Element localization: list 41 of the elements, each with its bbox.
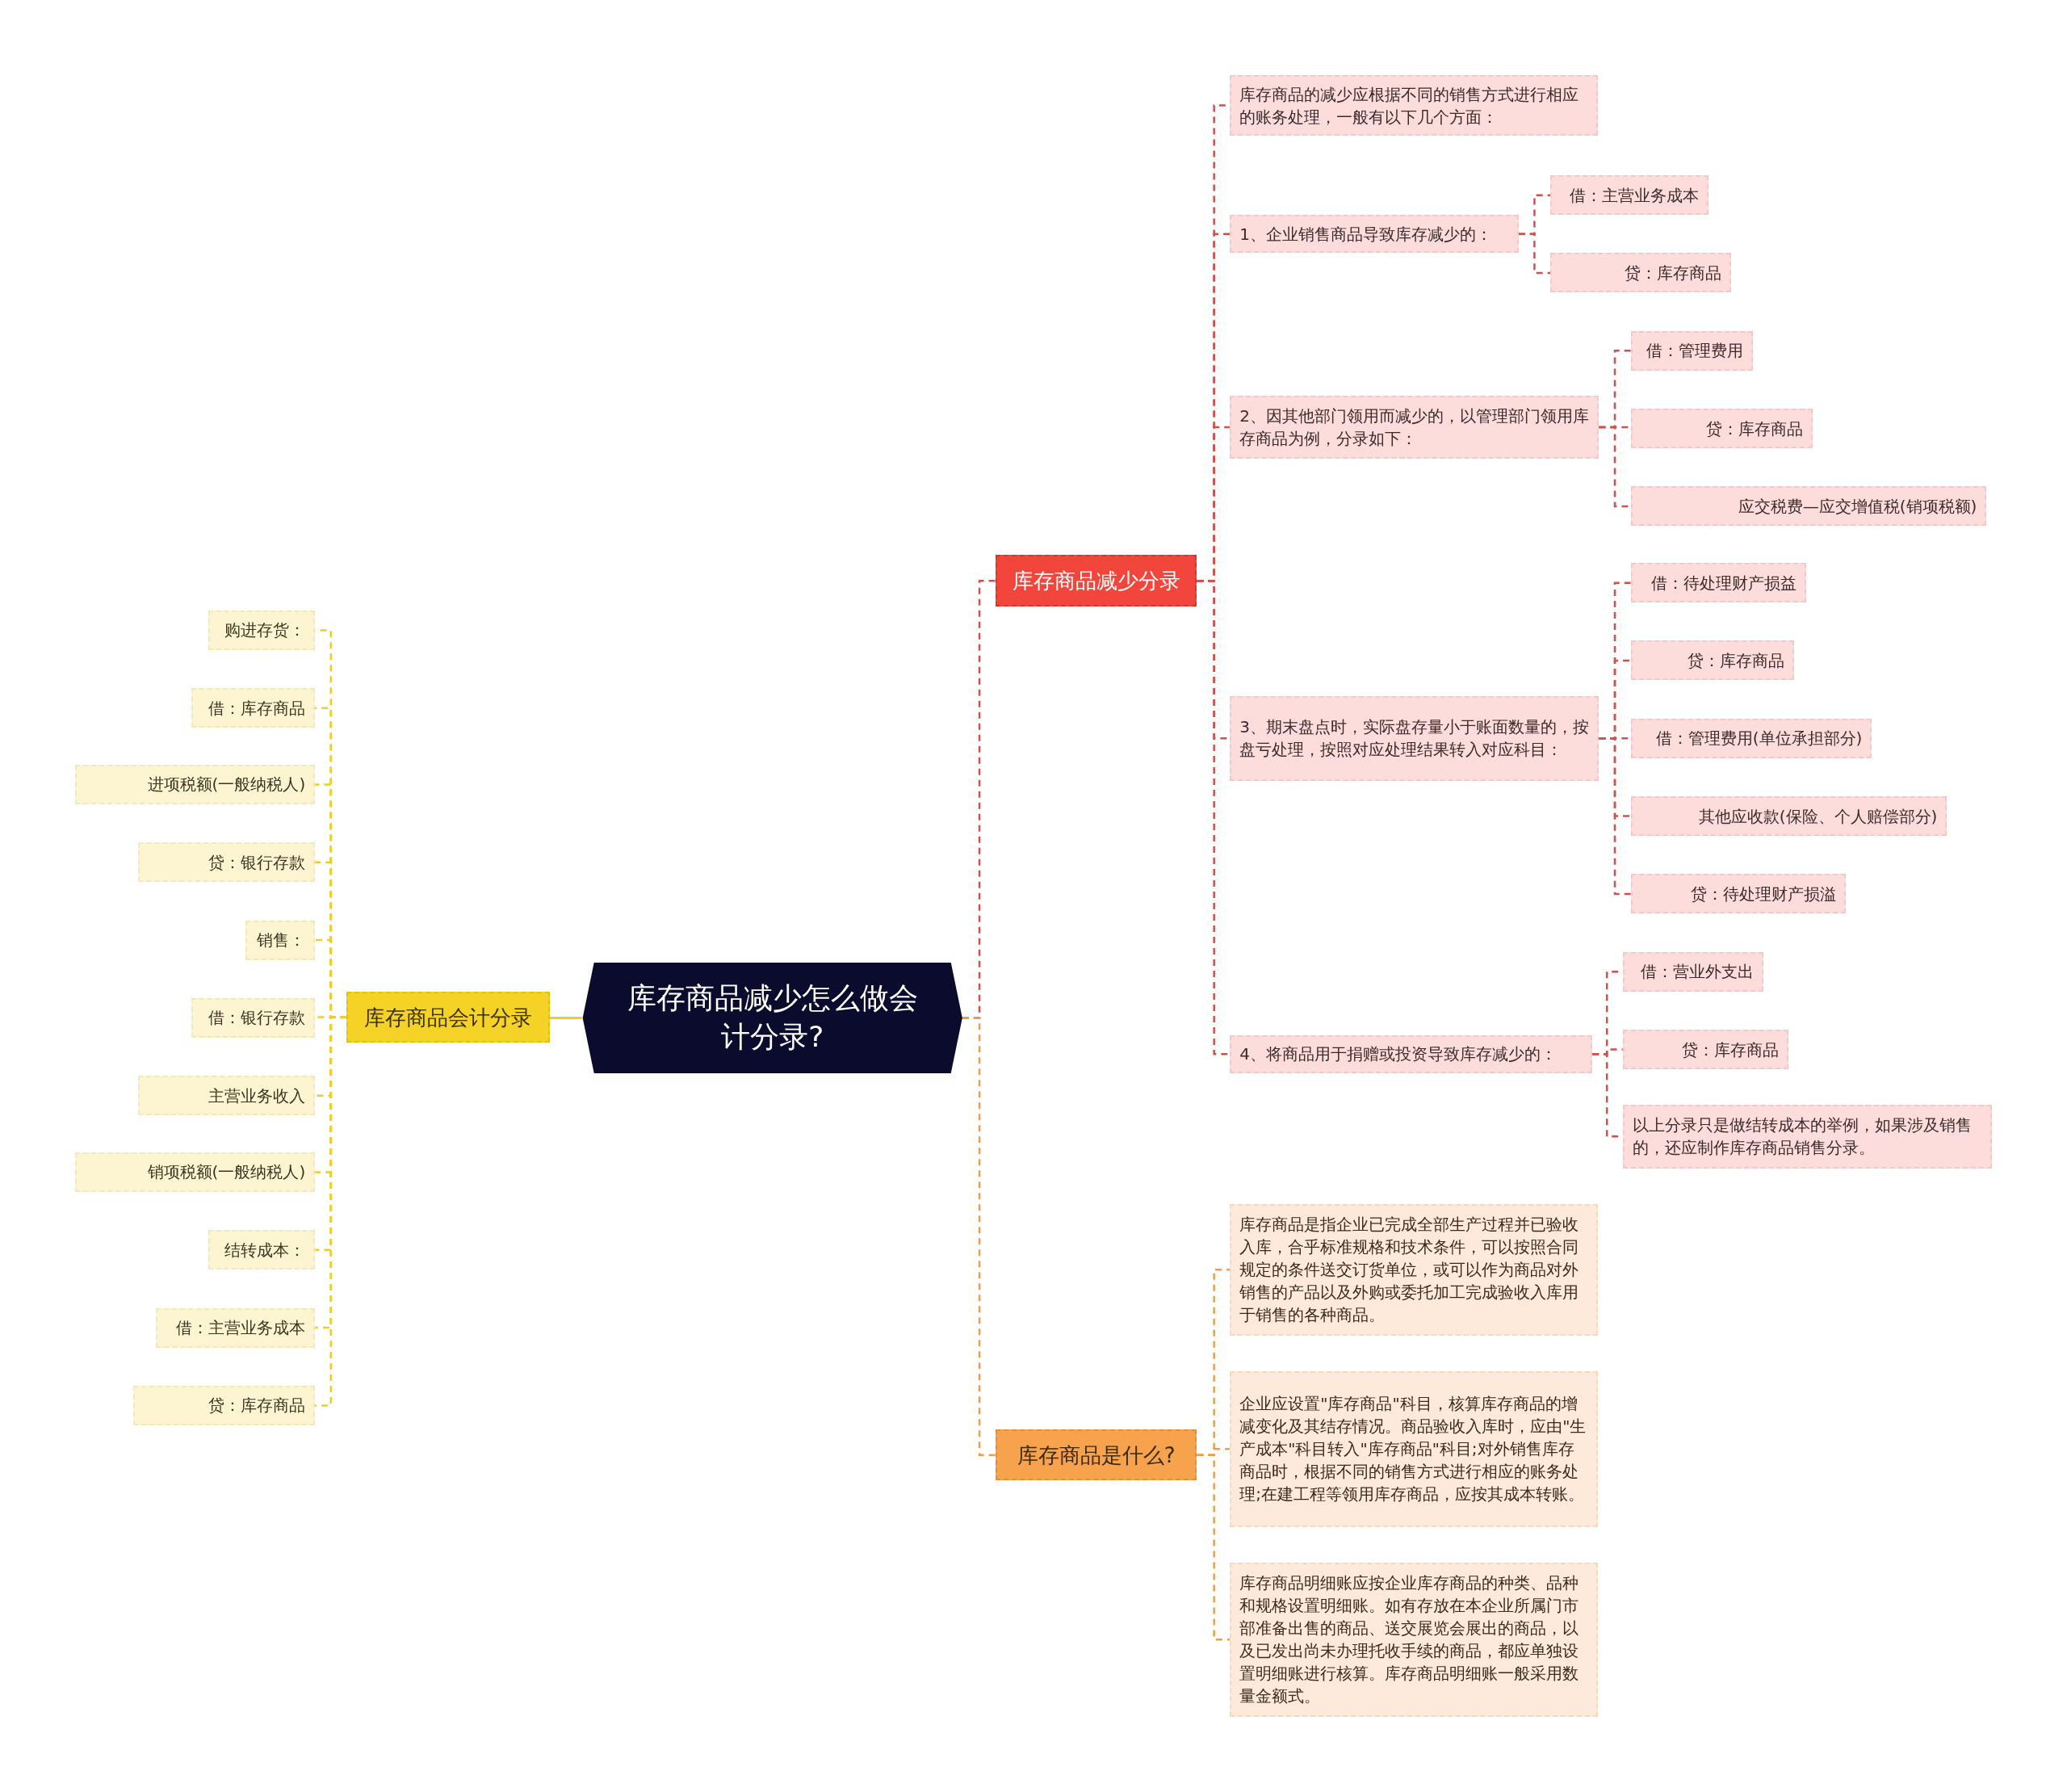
entry-box: 借：主营业务成本 — [155, 1307, 316, 1348]
topic-box: 库存商品会计分录 — [346, 991, 550, 1043]
topic-box: 库存商品减少分录 — [995, 555, 1197, 606]
entry-box: 借：营业外支出 — [1622, 951, 1764, 992]
connector-line — [962, 1017, 996, 1456]
connector-line — [1197, 1454, 1231, 1641]
note-box: 库存商品明细账应按企业库存商品的种类、品种和规格设置明细账。如有存放在本企业所属门市部准备出售的商品、送交展览会展出的商品，以及已发出尚未办理托收手续的商品，都应单独设置明细账进行核算。库存商品明细账一般采用数量金额式。 — [1230, 1562, 1598, 1717]
entry-box: 进项税额(一般纳税人) — [75, 764, 316, 804]
entry-box: 3、期末盘点时，实际盘存量小于账面数量的，按盘亏处理，按照对应处理结果转入对应科目： — [1230, 696, 1600, 781]
entry-box: 借：主营业务成本 — [1550, 175, 1709, 216]
entry-box: 结转成本： — [208, 1230, 316, 1270]
central-topic: 库存商品减少怎么做会计分录? — [582, 962, 962, 1073]
connector-line — [1599, 737, 1631, 896]
entry-box: 销售： — [245, 920, 316, 960]
entry-box: 4、将商品用于捐赠或投资导致库存减少的： — [1230, 1034, 1593, 1073]
entry-box: 贷：银行存款 — [138, 842, 316, 883]
entry-box: 借：管理费用 — [1630, 330, 1754, 371]
entry-box: 以上分录只是做结转成本的举例，如果涉及销售的，还应制作库存商品销售分录。 — [1622, 1105, 1992, 1169]
entry-box: 其他应收款(保险、个人赔偿部分) — [1630, 796, 1948, 837]
entry-box: 贷：库存商品 — [1630, 409, 1813, 449]
entry-box: 贷：库存商品 — [1622, 1030, 1789, 1070]
entry-box: 库存商品的减少应根据不同的销售方式进行相应的账务处理，一般有以下几个方面： — [1230, 75, 1598, 136]
topic-box: 库存商品是什么? — [995, 1429, 1197, 1481]
entry-box: 贷：库存商品 — [1550, 253, 1731, 293]
entry-box: 2、因其他部门领用而减少的，以管理部门领用库存商品为例，分录如下： — [1230, 395, 1600, 460]
entry-box: 借：库存商品 — [191, 688, 316, 728]
connector-line — [1518, 233, 1550, 275]
entry-box: 借：银行存款 — [191, 997, 316, 1038]
entry-box: 应交税费—应交增值税(销项税额) — [1630, 486, 1987, 527]
entry-box: 主营业务收入 — [138, 1076, 316, 1116]
entry-box: 1、企业销售商品导致库存减少的： — [1230, 215, 1519, 254]
connector-line — [549, 1016, 583, 1019]
note-box: 库存商品是指企业已完成全部生产过程并已验收入库，合乎标准规格和技术条件，可以按照合同规定的条件送交订货单位，或可以作为商品对外销售的产品以及外购或委托加工完成验收入库用于销售的各种商品。 — [1230, 1203, 1598, 1336]
entry-box: 贷：待处理财产损溢 — [1630, 874, 1846, 914]
entry-box: 借：管理费用(单位承担部分) — [1630, 718, 1872, 758]
note-box: 企业应设置"库存商品"科目，核算库存商品的增减变化及其结存情况。商品验收入库时，应由"生产成本"科目转入"库存商品"科目;对外销售库存商品时，根据不同的销售方式进行相应的账务处理;在建工程等领用库存商品，应按其成本转账。 — [1230, 1370, 1598, 1527]
entry-box: 贷：库存商品 — [132, 1385, 316, 1425]
entry-box: 贷：库存商品 — [1630, 640, 1794, 681]
entry-box: 借：待处理财产损益 — [1630, 563, 1806, 603]
entry-box: 销项税额(一般纳税人) — [75, 1152, 316, 1192]
entry-box: 购进存货： — [208, 610, 316, 650]
